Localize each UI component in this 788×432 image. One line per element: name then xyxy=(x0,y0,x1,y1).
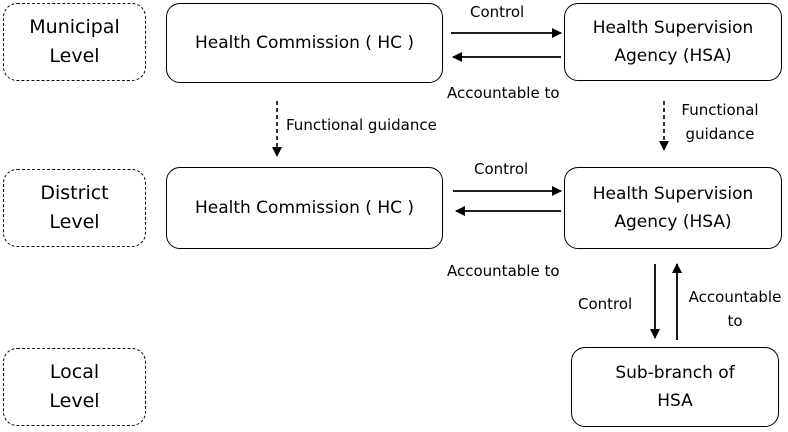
municipal-level-box: Municipal Level xyxy=(3,3,146,81)
accountable-label-district: Accountable to xyxy=(447,262,560,280)
local-level-box: Local Level xyxy=(3,348,146,426)
sub-branch-line-1: Sub-branch of xyxy=(615,363,735,383)
control-label-district: Control xyxy=(474,160,529,178)
sub-branch-line-2: HSA xyxy=(657,391,693,411)
municipal-level-line-2: Level xyxy=(49,45,100,67)
functional-guidance-label-hsa: Functional guidance xyxy=(675,98,765,146)
sub-branch-node: Sub-branch of HSA xyxy=(571,347,779,427)
hsa-municipal-line-2: Agency (HSA) xyxy=(614,46,732,66)
accountable-local-line-1: Accountable xyxy=(688,288,782,306)
municipal-level-line-1: Municipal xyxy=(29,16,120,38)
hsa-district-node: Health Supervision Agency (HSA) xyxy=(564,167,782,249)
district-level-line-1: District xyxy=(40,182,109,204)
district-level-line-2: Level xyxy=(49,211,100,233)
accountable-label-municipal: Accountable to xyxy=(447,84,560,102)
accountable-label-local: Accountable to xyxy=(682,285,788,333)
functional-guidance-hsa-line-1: Functional xyxy=(681,101,759,119)
functional-guidance-hsa-line-2: guidance xyxy=(685,125,755,143)
local-level-line-1: Local xyxy=(49,361,100,383)
hsa-district-line-1: Health Supervision xyxy=(592,184,754,204)
control-label-municipal: Control xyxy=(470,3,525,21)
hc-municipal-node: Health Commission ( HC ) xyxy=(166,3,443,83)
hsa-municipal-line-1: Health Supervision xyxy=(592,18,754,38)
control-label-local: Control xyxy=(578,295,633,313)
local-level-line-2: Level xyxy=(49,390,100,412)
hc-district-node: Health Commission ( HC ) xyxy=(166,167,443,249)
functional-guidance-label-hc: Functional guidance xyxy=(286,116,437,134)
hsa-district-line-2: Agency (HSA) xyxy=(614,212,732,232)
hc-municipal-label: Health Commission ( HC ) xyxy=(194,33,415,53)
hc-district-label: Health Commission ( HC ) xyxy=(194,198,415,218)
accountable-local-line-2: to xyxy=(727,312,743,330)
hsa-municipal-node: Health Supervision Agency (HSA) xyxy=(564,3,782,81)
district-level-box: District Level xyxy=(3,169,146,247)
